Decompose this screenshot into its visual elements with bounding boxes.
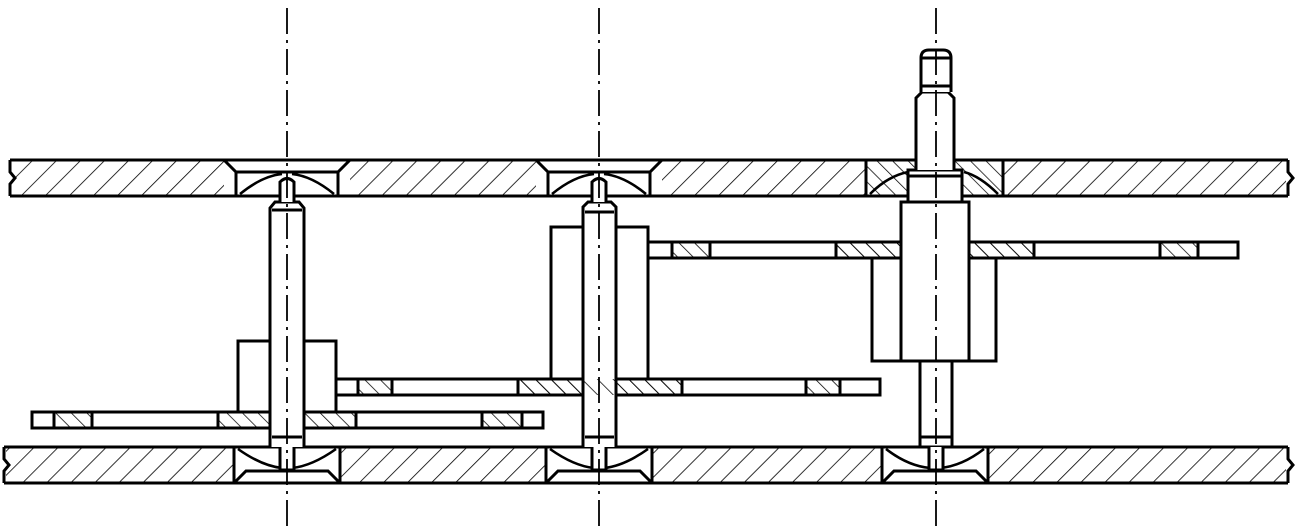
top-plate	[8, 158, 1295, 198]
arbor-right	[836, 48, 1034, 472]
arbor-middle	[518, 177, 682, 472]
center-lines	[286, 8, 937, 530]
bottom-plate	[2, 445, 1295, 485]
